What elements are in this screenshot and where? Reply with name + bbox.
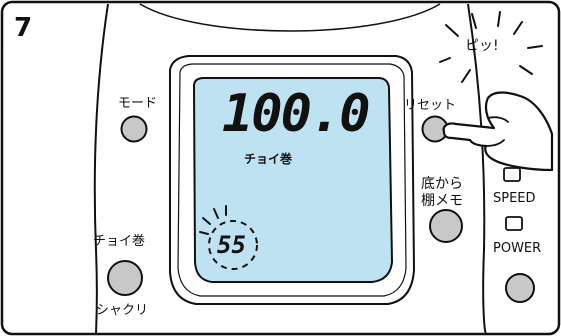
- mode-button[interactable]: [120, 115, 148, 143]
- blink-icon: [199, 205, 227, 235]
- speed-button[interactable]: [503, 167, 521, 182]
- shakuri-label: シャクリ: [96, 303, 149, 318]
- power-label: POWER: [493, 241, 542, 256]
- pointing-hand-icon: [442, 91, 554, 172]
- lcd-main-value: 100.0: [222, 84, 371, 144]
- lcd-mode-label: チョイ巻: [244, 152, 293, 166]
- speed-label: SPEED: [493, 191, 536, 206]
- device-body: [93, 3, 487, 335]
- beep-label: ピッ!: [465, 38, 499, 54]
- bottom-shelf-button[interactable]: [429, 209, 463, 243]
- power-button-square[interactable]: [505, 216, 523, 231]
- lcd-sub-value: 55: [217, 231, 246, 259]
- sub-value-ring: [208, 220, 258, 270]
- step-number: 7: [14, 13, 33, 43]
- reset-label: リセット: [404, 98, 457, 113]
- beep-burst-icon: [439, 11, 543, 83]
- lcd-screen: [192, 77, 394, 283]
- choi-maki-button[interactable]: [107, 260, 143, 296]
- choi-maki-label: チョイ巻: [93, 234, 146, 249]
- lcd-bezel-inner: [177, 63, 407, 297]
- bottom-shelf-label-1: 底から: [421, 176, 463, 192]
- bottom-shelf-label-2: 棚メモ: [421, 193, 463, 209]
- mode-label: モード: [118, 96, 158, 111]
- power-button[interactable]: [505, 273, 535, 303]
- device-top-curve: [139, 3, 441, 32]
